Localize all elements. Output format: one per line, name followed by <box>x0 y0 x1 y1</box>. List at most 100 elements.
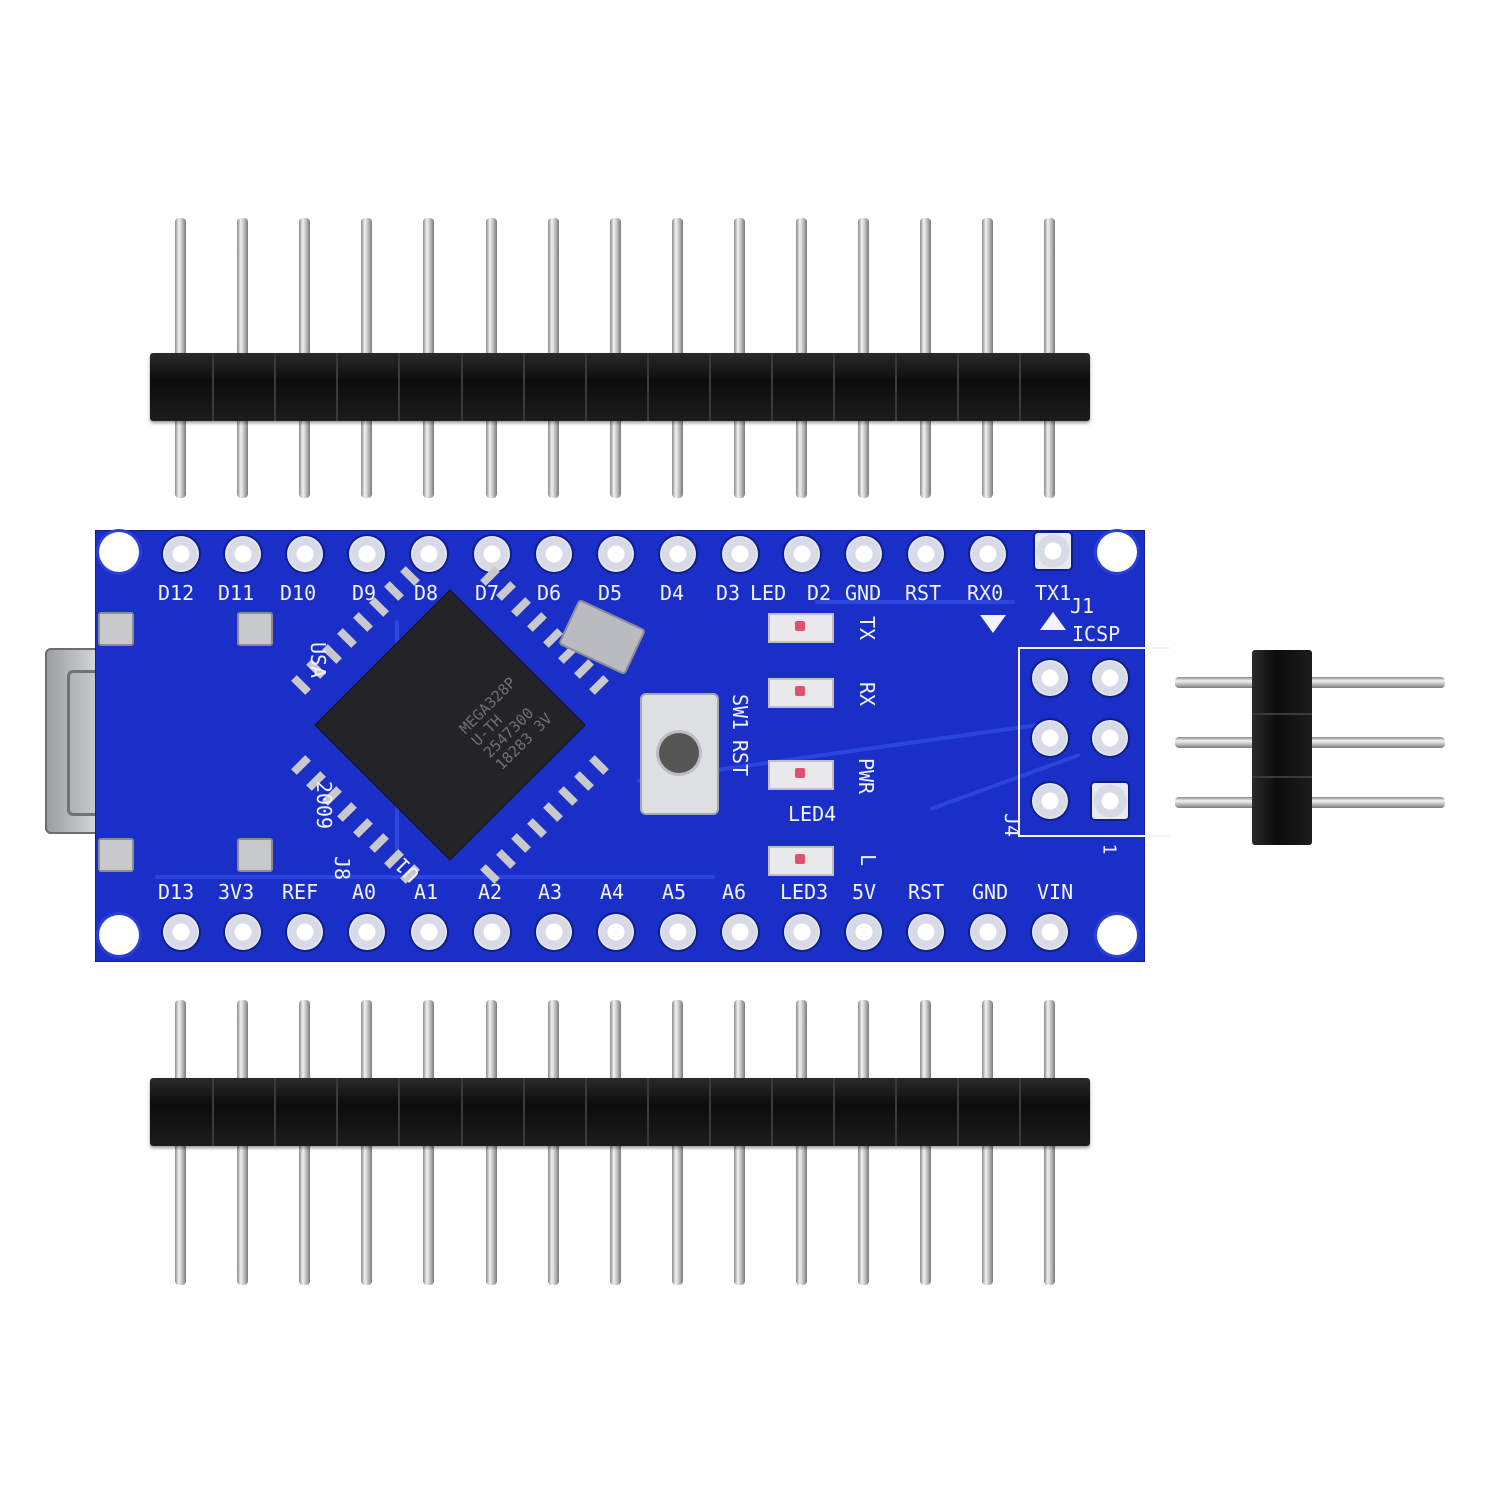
header-segment-divider <box>1019 1078 1022 1146</box>
header-segment-divider <box>336 1078 339 1146</box>
through-hole-pad <box>721 914 758 950</box>
tx-led-label: TX <box>855 615 880 641</box>
pin-label: 3V3 <box>218 880 255 904</box>
through-hole-pad <box>970 536 1007 572</box>
usb-mount-tab <box>98 838 134 872</box>
j8-label: J8 <box>330 855 355 881</box>
header-segment-divider <box>708 353 711 421</box>
pwr-led-label: PWR <box>854 757 879 795</box>
header-segment-divider <box>895 353 898 421</box>
through-hole-pad <box>163 914 199 950</box>
header-segment-divider <box>212 353 215 421</box>
pin-label: RST <box>908 880 945 904</box>
through-hole-pad <box>287 536 324 572</box>
rx-direction-arrow <box>980 615 1006 633</box>
through-hole-pad <box>908 914 945 950</box>
through-hole-pad <box>784 536 820 572</box>
through-hole-pad <box>597 914 634 950</box>
pin-label: D7 <box>475 581 500 605</box>
mounting-hole <box>1097 915 1137 955</box>
bottom-pin-header <box>150 1000 1090 1285</box>
header-segment-divider <box>646 353 649 421</box>
through-hole-pad <box>287 914 324 950</box>
through-hole-pad <box>225 536 262 572</box>
led4-label: LED4 <box>788 802 837 826</box>
icsp-hole <box>1032 660 1068 696</box>
pin-label: A4 <box>600 880 625 904</box>
icsp-hole <box>1092 660 1128 696</box>
reset-button <box>640 693 719 815</box>
through-hole-pad <box>1032 914 1069 950</box>
through-hole-pad <box>846 914 883 950</box>
header-segment-divider <box>274 353 277 421</box>
mounting-hole <box>99 532 139 572</box>
header-segment-divider <box>212 1078 215 1146</box>
header-segment-divider <box>833 353 836 421</box>
header-segment-divider <box>646 1078 649 1146</box>
pin-label: A5 <box>662 880 687 904</box>
pin-label: D2 <box>807 581 832 605</box>
through-hole-pad <box>225 914 262 950</box>
header-segment-divider <box>584 353 587 421</box>
through-hole-pad <box>659 536 696 572</box>
through-hole-pad <box>846 536 883 572</box>
through-hole-pad <box>349 914 386 950</box>
pin-label: GND <box>972 880 1009 904</box>
header-segment-divider <box>398 1078 401 1146</box>
j4-label: J4 <box>1000 812 1025 838</box>
arduino-nano-board <box>95 530 1145 962</box>
pin-label: 5V <box>852 880 877 904</box>
header-segment-divider <box>336 353 339 421</box>
header-segment-divider <box>957 1078 960 1146</box>
pin-label: D6 <box>537 581 562 605</box>
pin-label: VIN <box>1037 880 1074 904</box>
sw1-label: SW1 <box>728 693 753 731</box>
header-segment-divider <box>895 1078 898 1146</box>
pin-label: REF <box>282 880 319 904</box>
mounting-hole <box>1097 532 1137 572</box>
pin-label: D5 <box>598 581 623 605</box>
pin-label: D9 <box>352 581 377 605</box>
through-hole-pad <box>970 914 1007 950</box>
pin-label: A0 <box>352 880 377 904</box>
pin-label: RX0 <box>967 581 1004 605</box>
pin-label: D8 <box>414 581 439 605</box>
pin-label: D13 <box>158 880 195 904</box>
j1-label: J1 <box>1070 594 1095 618</box>
header-segment-divider <box>708 1078 711 1146</box>
icsp-header-plastic <box>1252 650 1312 845</box>
rx-led-label: RX <box>855 681 880 707</box>
icsp-pin-header <box>1175 650 1455 845</box>
pin-label: A3 <box>538 880 563 904</box>
pin-label: GND <box>845 581 882 605</box>
pin-label: A2 <box>478 880 503 904</box>
through-hole-pad-square <box>1035 533 1071 569</box>
tx-led <box>768 613 834 643</box>
pwr-led <box>768 760 834 790</box>
header-segment-divider <box>1019 353 1022 421</box>
icsp-hole <box>1092 720 1128 756</box>
header-segment-divider <box>833 1078 836 1146</box>
through-hole-pad <box>411 536 448 572</box>
pin-label: D3 <box>716 581 741 605</box>
usb-mount-tab <box>98 612 134 646</box>
icsp-hole <box>1032 720 1068 756</box>
through-hole-pad <box>163 536 199 572</box>
pin-label: LED3 <box>780 880 829 904</box>
header-segment-divider <box>771 1078 773 1146</box>
pin-label: A1 <box>414 880 439 904</box>
through-hole-pad <box>535 536 572 572</box>
icsp-outline <box>1018 647 1170 837</box>
pin1-label: 1 <box>1098 843 1120 855</box>
through-hole-pad <box>473 914 510 950</box>
through-hole-pad <box>784 914 820 950</box>
through-hole-pad <box>597 536 634 572</box>
icsp-hole <box>1032 783 1068 819</box>
header-segment-divider <box>398 353 401 421</box>
l-led <box>768 846 834 876</box>
header-segment-divider <box>771 353 773 421</box>
l-led-label: L <box>856 853 881 867</box>
tx-direction-arrow <box>1040 612 1066 630</box>
header-segment-divider <box>957 353 960 421</box>
icsp-label: ICSP <box>1072 622 1121 646</box>
